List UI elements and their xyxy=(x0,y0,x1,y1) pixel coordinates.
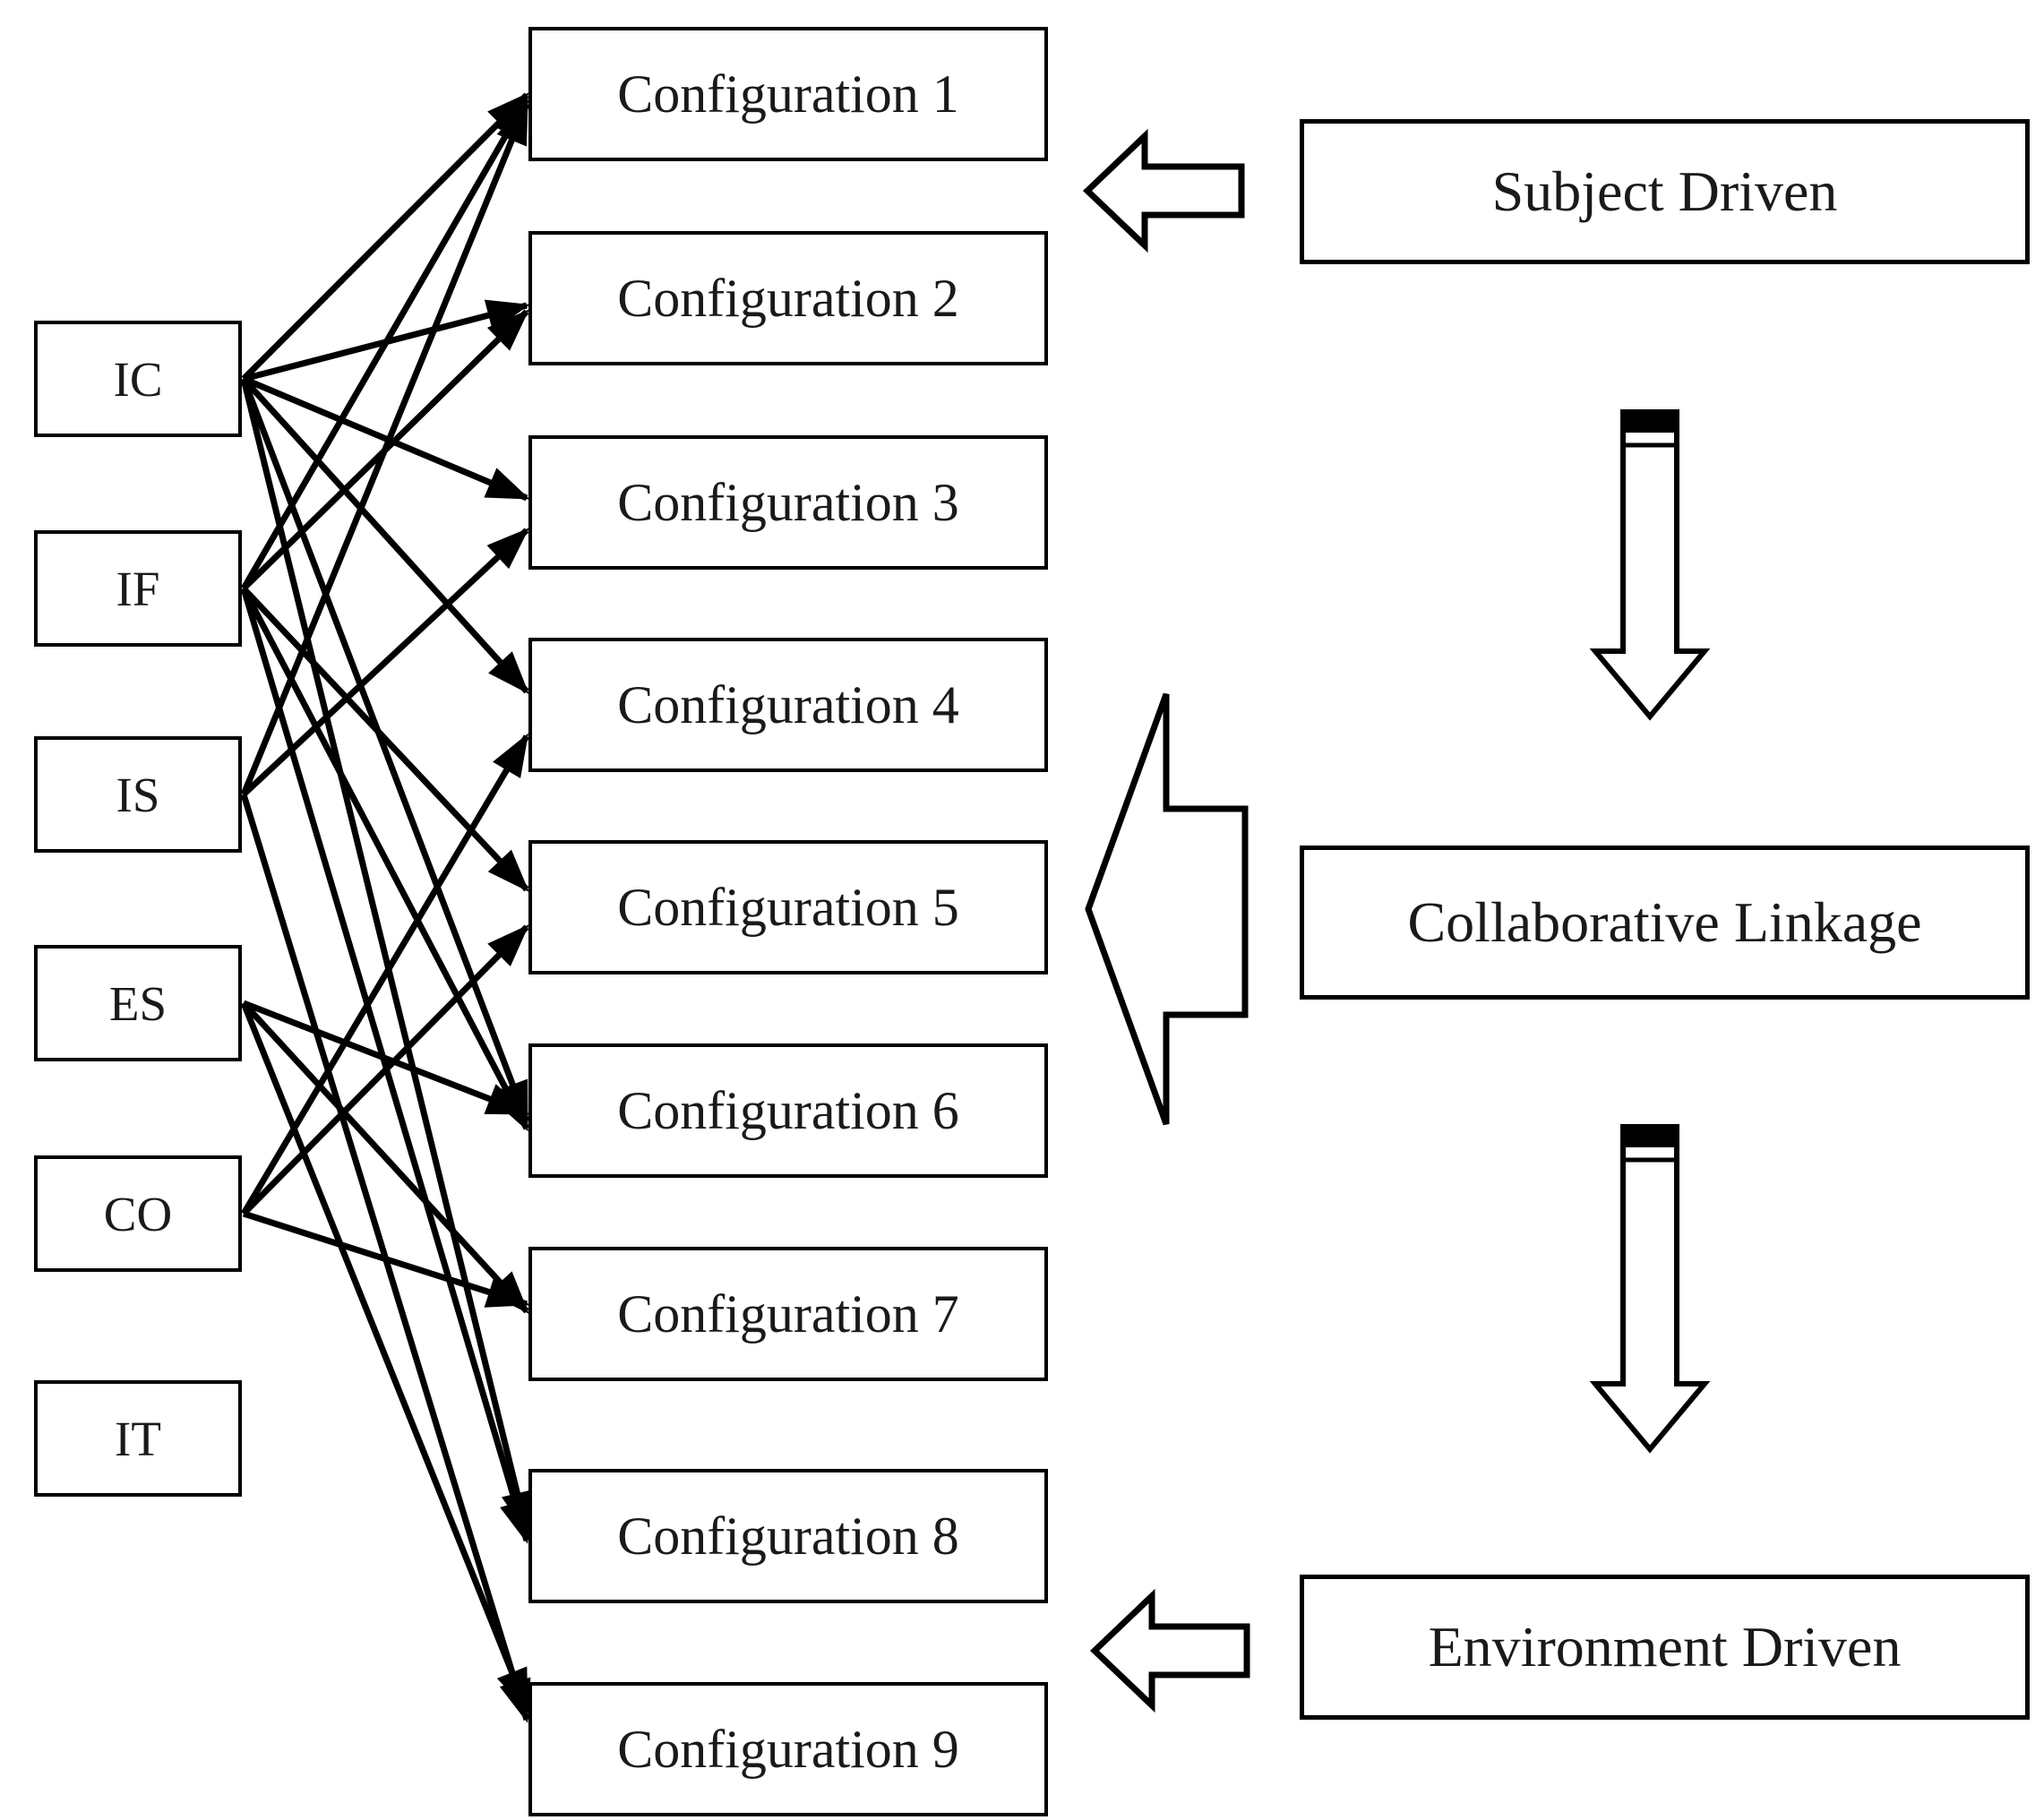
config-label-3: Configuration 3 xyxy=(617,472,959,532)
left-block-arrow-environment xyxy=(1089,1588,1250,1713)
config-box-4: Configuration 4 xyxy=(528,638,1048,772)
edge-IF-C5 xyxy=(241,586,529,892)
edge-IC-C3 xyxy=(242,375,530,502)
source-box-is: IS xyxy=(34,736,242,853)
source-box-if: IF xyxy=(34,530,242,647)
config-label-8: Configuration 8 xyxy=(617,1506,959,1566)
config-box-2: Configuration 2 xyxy=(528,231,1048,365)
edge-IC-C2 xyxy=(243,299,530,382)
annotation-label-collaborative-linkage: Collaborative Linkage xyxy=(1407,890,1922,954)
source-box-ic: IC xyxy=(34,321,242,437)
config-box-6: Configuration 6 xyxy=(528,1043,1048,1178)
annotation-label-subject-driven: Subject Driven xyxy=(1491,159,1838,223)
down-block-arrow-1 xyxy=(1589,409,1711,721)
source-label-es: ES xyxy=(108,975,167,1031)
left-block-arrow-collaborative xyxy=(1085,692,1249,1126)
config-box-9: Configuration 9 xyxy=(528,1682,1048,1816)
edge-ES-C9 xyxy=(240,1001,530,1713)
source-box-es: ES xyxy=(34,945,242,1061)
source-box-it: IT xyxy=(34,1380,242,1497)
edge-ES-C7 xyxy=(241,1000,529,1314)
edge-IC-C8 xyxy=(240,378,533,1535)
left-block-arrow-subject xyxy=(1082,128,1245,253)
edge-IF-C8 xyxy=(240,588,531,1544)
source-label-co: CO xyxy=(103,1186,173,1241)
down-block-arrow-2 xyxy=(1589,1124,1711,1454)
config-box-3: Configuration 3 xyxy=(528,435,1048,570)
config-label-5: Configuration 5 xyxy=(617,877,959,937)
source-label-if: IF xyxy=(116,561,160,616)
annotation-box-environment-driven: Environment Driven xyxy=(1300,1575,2030,1720)
config-label-4: Configuration 4 xyxy=(617,674,959,734)
edge-CO-C4 xyxy=(240,733,530,1215)
edge-IC-C4 xyxy=(241,376,529,694)
config-label-6: Configuration 6 xyxy=(617,1080,959,1140)
config-label-1: Configuration 1 xyxy=(617,64,959,124)
config-box-8: Configuration 8 xyxy=(528,1469,1048,1603)
config-box-5: Configuration 5 xyxy=(528,840,1048,974)
source-label-is: IS xyxy=(116,767,160,822)
config-box-1: Configuration 1 xyxy=(528,27,1048,161)
config-label-7: Configuration 7 xyxy=(617,1283,959,1344)
edge-IS-C9 xyxy=(240,793,531,1723)
config-box-7: Configuration 7 xyxy=(528,1247,1048,1381)
edge-IF-C2 xyxy=(241,309,529,591)
annotation-box-subject-driven: Subject Driven xyxy=(1300,119,2030,264)
source-label-it: IT xyxy=(115,1411,161,1466)
edge-IF-C6 xyxy=(240,587,530,1132)
edge-IC-C6 xyxy=(240,377,530,1125)
config-label-9: Configuration 9 xyxy=(617,1719,959,1779)
annotation-label-environment-driven: Environment Driven xyxy=(1428,1615,1902,1678)
config-label-2: Configuration 2 xyxy=(617,268,959,328)
source-box-co: CO xyxy=(34,1155,242,1272)
edge-group xyxy=(240,92,533,1723)
edge-IC-C1 xyxy=(241,92,529,382)
annotation-box-collaborative-linkage: Collaborative Linkage xyxy=(1300,846,2030,1000)
source-label-ic: IC xyxy=(113,351,163,407)
